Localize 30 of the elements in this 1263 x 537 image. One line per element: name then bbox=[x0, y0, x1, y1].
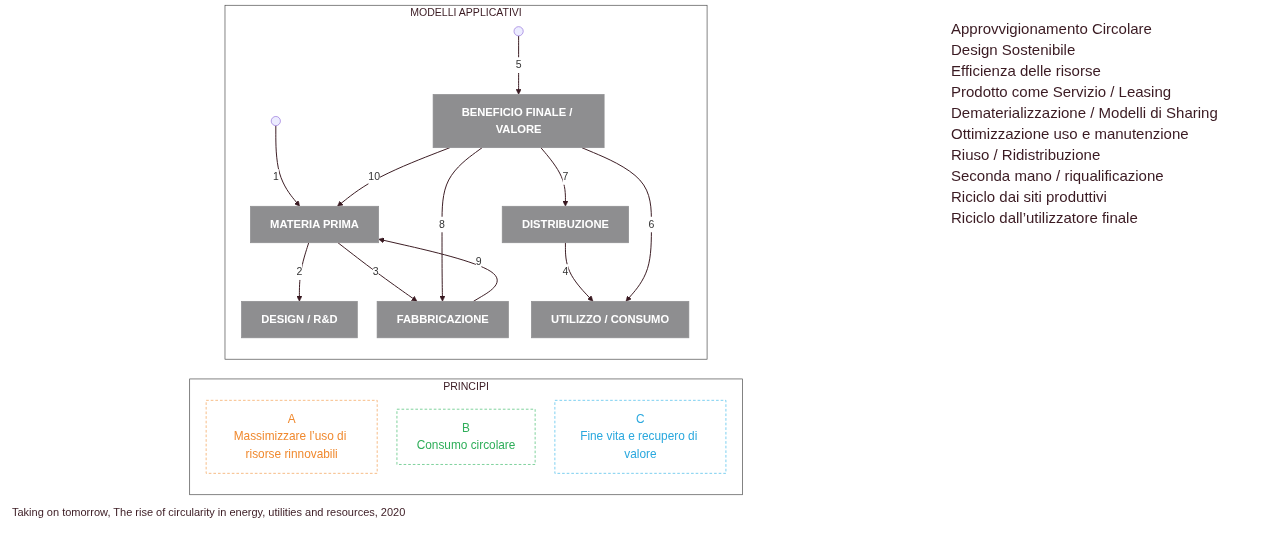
node-box: DESIGN / R&D bbox=[241, 301, 359, 339]
model-description: Design Sostenibile bbox=[951, 41, 1077, 58]
node-box: DISTRIBUZIONE bbox=[502, 205, 630, 244]
edge-label: 9 bbox=[476, 256, 482, 268]
node-box: A Massimizzare l’uso di risorse rinnovabili bbox=[206, 400, 378, 474]
model-description: Seconda mano / riqualificazione bbox=[951, 167, 1165, 184]
model-description: Dematerializzazione / Modelli di Sharing bbox=[951, 104, 1219, 121]
edge-label: 1 bbox=[273, 171, 280, 183]
node-box: UTILIZZO / CONSUMO bbox=[531, 301, 690, 339]
model-description: Efficienza delle risorse bbox=[951, 62, 1102, 79]
model-description: Riciclo dai siti produttivi bbox=[951, 188, 1108, 205]
edge-label: 8 bbox=[439, 218, 446, 230]
edge-label: 7 bbox=[562, 171, 569, 183]
model-description: Riciclo dall’utilizzatore finale bbox=[951, 209, 1139, 226]
edge-label: 3 bbox=[373, 266, 380, 278]
node-box: FABBRICAZIONE bbox=[377, 301, 510, 339]
model-description: Ottimizzazione uso e manutenzione bbox=[951, 125, 1190, 142]
caption: Taking on tomorrow, The rise of circularity in energy, utilities and resources, 2020 bbox=[11, 505, 407, 520]
edge-label: 2 bbox=[296, 266, 303, 278]
edge-label: 5 bbox=[516, 59, 523, 71]
model-description: Prodotto come Servizio / Leasing bbox=[951, 83, 1173, 100]
model-description: Riuso / Ridistribuzione bbox=[951, 146, 1102, 163]
edge-label: 6 bbox=[648, 218, 655, 230]
node-box: C Fine vita e recupero di valore bbox=[555, 400, 727, 474]
node-box: B Consumo circolare bbox=[397, 408, 536, 465]
node-box: MATERIA PRIMA bbox=[250, 205, 380, 244]
node-box: BENEFICIO FINALE / VALORE bbox=[433, 94, 605, 149]
edge-label: 10 bbox=[368, 171, 381, 183]
model-description: Approvvigionamento Circolare bbox=[951, 20, 1153, 37]
edge-label: 4 bbox=[562, 266, 569, 278]
